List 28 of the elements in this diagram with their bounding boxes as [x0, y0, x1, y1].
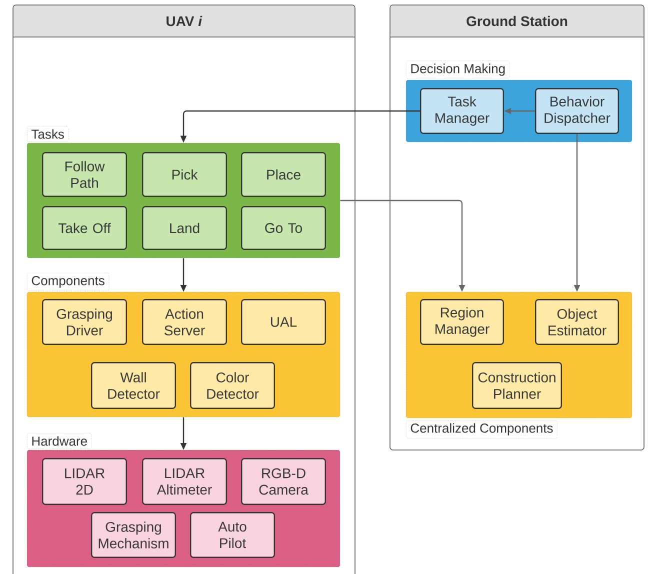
component-box: Pick	[142, 152, 227, 197]
component-box: LIDAR Altimeter	[142, 458, 227, 506]
component-box: Take Off	[42, 206, 127, 250]
component-box: Grasping Mechanism	[91, 512, 176, 558]
component-box: Go To	[241, 206, 326, 250]
component-box: Color Detector	[190, 362, 275, 409]
panel-title: UAV i	[166, 16, 202, 26]
component-box: Grasping Driver	[42, 299, 127, 345]
component-box: Behavior Dispatcher	[535, 88, 619, 134]
component-box: Auto Pilot	[190, 512, 275, 558]
component-box: RGB-D Camera	[241, 458, 326, 506]
component-box: Place	[241, 152, 326, 197]
panel-title: Ground Station	[466, 16, 568, 26]
group-label: Tasks	[27, 126, 69, 142]
component-box: Action Server	[142, 299, 227, 345]
group-label: Hardware	[27, 433, 92, 449]
component-box: Follow Path	[42, 152, 127, 197]
component-box: Land	[142, 206, 227, 250]
component-box: UAL	[241, 299, 326, 345]
component-box: Wall Detector	[91, 362, 176, 409]
group-label: Decision Making	[406, 60, 510, 79]
component-box: LIDAR 2D	[42, 458, 127, 506]
group-label: Components	[27, 272, 110, 291]
component-box: Object Estimator	[535, 299, 619, 345]
component-box: Construction Planner	[472, 362, 562, 409]
group-label: Centralized Components	[406, 420, 558, 439]
component-box: Task Manager	[420, 88, 504, 134]
component-box: Region Manager	[420, 299, 504, 345]
